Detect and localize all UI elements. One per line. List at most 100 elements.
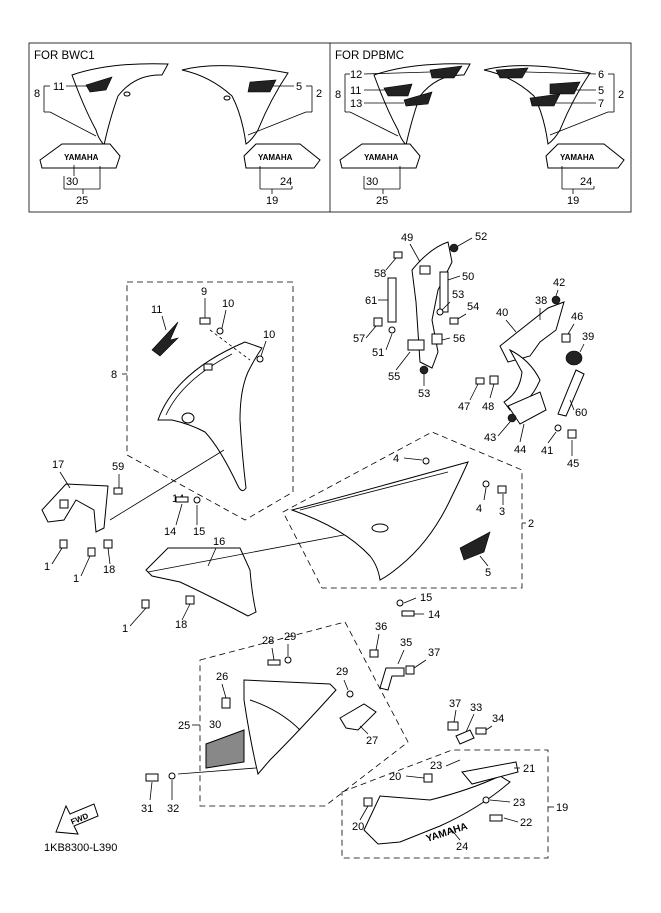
callout-25-b: 25 [376,195,388,207]
callout-48: 48 [482,401,494,413]
dpbmc-right-lower-panel: YAMAHA [545,143,625,169]
callout-20-a: 20 [389,771,401,783]
callout-14-c: 14 [428,609,440,621]
yamaha-logo-left-1: YAMAHA [64,153,99,162]
callout-38: 38 [535,295,547,307]
callout-47: 47 [458,401,470,413]
callout-11: 11 [151,304,162,316]
callout-37-a: 37 [428,647,440,659]
assembly-2-right-cowling: 4 4 3 2 5 15 14 [282,431,534,621]
callout-23-b: 23 [513,797,525,809]
callout-56: 56 [453,333,465,345]
callout-49: 49 [401,232,413,244]
callout-10-b: 10 [263,329,275,341]
callout-19-b: 19 [567,195,579,207]
yamaha-logo-right-2: YAMAHA [560,153,595,162]
callout-45: 45 [567,458,579,470]
assembly-mirror-bracket-lower: 38 42 40 46 39 47 48 60 43 44 41 45 [458,277,594,470]
callout-20-b: 20 [352,821,364,833]
callout-5-b: 5 [598,85,604,97]
yamaha-logo-left-2: YAMAHA [364,153,399,162]
callout-19: 19 [556,802,568,814]
callout-28: 28 [262,635,274,647]
dpbmc-left-lower-panel: YAMAHA [339,143,421,169]
callout-1-b: 1 [73,573,79,585]
callout-1-a: 1 [44,561,50,573]
callout-25-a: 25 [76,195,88,207]
callout-40: 40 [496,307,508,319]
callout-36: 36 [375,621,387,633]
assembly-19-right-lower-cowling: YAMAHA 19 37 33 34 23 21 20 23 22 20 24 [341,698,568,859]
dpbmc-right-cowling [483,65,591,145]
callout-21: 21 [523,763,535,775]
assembly-25-left-lower-cowling: 25 26 28 29 29 30 27 31 32 [141,621,409,815]
callout-34: 34 [492,713,504,725]
callout-33: 33 [470,702,482,714]
callout-30-b: 30 [366,176,378,188]
callout-30-a: 30 [66,176,78,188]
callout-12-b: 12 [350,69,362,81]
assembly-16-inner-panel: 16 14 15 14 1 18 [109,449,371,635]
yamaha-logo-right-1: YAMAHA [258,153,293,162]
forward-direction-arrow: FWD [55,803,99,835]
callout-60: 60 [575,407,587,419]
callout-4-a: 4 [393,453,399,465]
callout-24-a: 24 [280,176,292,188]
callout-11-a: 11 [53,81,64,93]
bwc1-left-lower-panel: YAMAHA [39,143,121,169]
callout-24: 24 [456,841,468,853]
callout-39: 39 [582,331,594,343]
dpbmc-left-cowling [373,63,471,147]
callout-46: 46 [571,311,583,323]
callout-41: 41 [541,445,553,457]
callout-24-b: 24 [580,176,592,188]
callout-55: 55 [388,371,400,383]
bwc1-left-cowling [71,63,169,147]
callout-14-b: 14 [164,526,176,538]
callout-5: 5 [485,567,491,579]
callout-17: 17 [52,459,64,471]
assembly-8-left-cowling: 8 9 10 10 11 [111,281,294,521]
callout-57: 57 [353,333,365,345]
callout-61: 61 [365,295,377,307]
callout-13-b: 13 [350,98,362,110]
callout-29-a: 29 [284,631,296,643]
callout-37-b: 37 [449,698,461,710]
callout-9: 9 [201,286,207,298]
bwc1-right-lower-panel: YAMAHA [243,143,321,169]
callout-30: 30 [209,719,221,731]
bwc1-right-cowling [181,65,289,145]
callout-8: 8 [111,369,117,381]
callout-26: 26 [216,671,228,683]
callout-15-b: 15 [420,592,432,604]
callout-4-b: 4 [476,503,482,515]
callout-15-a: 15 [193,526,205,538]
callout-2: 2 [528,518,534,530]
callout-6-b: 6 [598,69,604,81]
callout-50: 50 [462,271,474,283]
callout-51: 51 [372,347,384,359]
diagram-code: 1KB8300-L390 [44,842,117,854]
variant-inset-panel: FOR BWC1 FOR DPBMC YAMAHA YAMAHA 8 11 5 [28,42,632,213]
callout-8-a: 8 [34,88,40,100]
callout-16: 16 [213,536,225,548]
callout-54: 54 [467,301,479,313]
callout-25: 25 [178,720,190,732]
callout-31: 31 [141,803,153,815]
callout-1-c: 1 [122,623,128,635]
callout-27: 27 [366,735,378,747]
assembly-35-bracket: 35 36 37 [369,621,440,691]
callout-2-a: 2 [316,88,322,100]
callout-35: 35 [400,637,412,649]
callout-18-a: 18 [103,564,115,576]
callout-18-b: 18 [175,619,187,631]
callout-59: 59 [112,461,124,473]
callout-44: 44 [514,444,526,456]
callout-19-a: 19 [266,195,278,207]
assembly-mirror-bracket-upper: 49 52 58 50 61 53 54 57 51 56 55 53 [353,231,487,400]
callout-3: 3 [499,506,505,518]
callout-2-b: 2 [618,89,624,101]
callout-5-a: 5 [296,81,302,93]
callout-10-a: 10 [222,298,234,310]
